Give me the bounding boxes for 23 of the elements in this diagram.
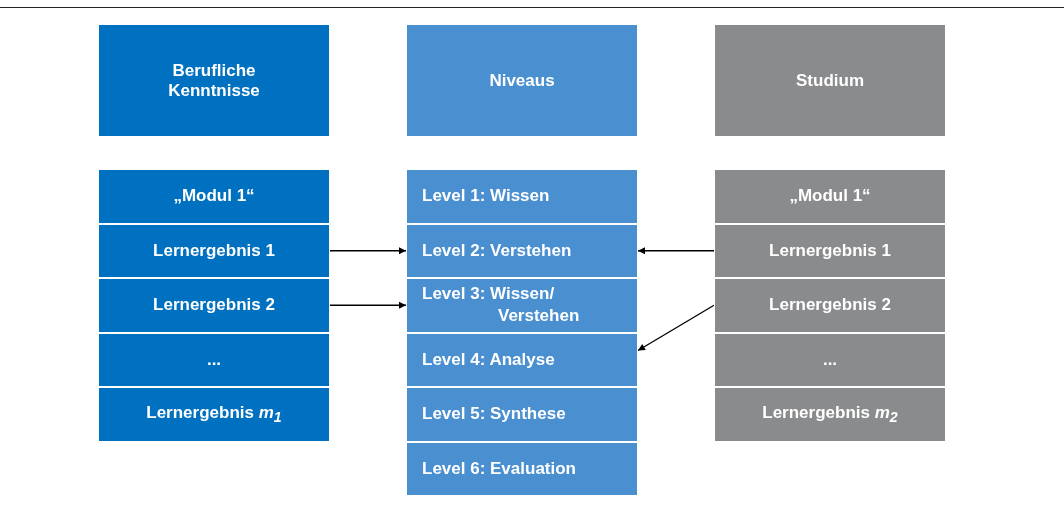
table-cell: Lernergebnis m$_{2}$ [714, 387, 946, 442]
arrow [637, 304, 715, 352]
table-cell: Lernergebnis 1 [98, 223, 330, 278]
table-cell: Lernergebnis m$_{1}$ [98, 387, 330, 442]
arrow [329, 301, 407, 309]
level-cell: Level 5: Synthese [406, 387, 638, 442]
table-cell: „Modul 1“ [714, 169, 946, 224]
table-cell: Lernergebnis 2 [714, 278, 946, 333]
column-header: Berufliche Kenntnisse [98, 24, 330, 137]
arrow [329, 247, 407, 255]
table-cell: „Modul 1“ [98, 169, 330, 224]
level-cell: Level 6: Evaluation [406, 441, 638, 496]
level-cell: Level 4: Analyse [406, 332, 638, 387]
table-cell: ... [714, 332, 946, 387]
level-cell: Level 1: Wissen [406, 169, 638, 224]
column-header: Studium [714, 24, 946, 137]
table-cell: ... [98, 332, 330, 387]
table-cell: Lernergebnis 2 [98, 278, 330, 333]
table-cell: Lernergebnis 1 [714, 223, 946, 278]
level-cell: Level 2: Verstehen [406, 223, 638, 278]
level-cell: Level 3: Wissen/ Verstehen [406, 278, 638, 333]
arrow [637, 247, 715, 255]
column-header: Niveaus [406, 24, 638, 137]
